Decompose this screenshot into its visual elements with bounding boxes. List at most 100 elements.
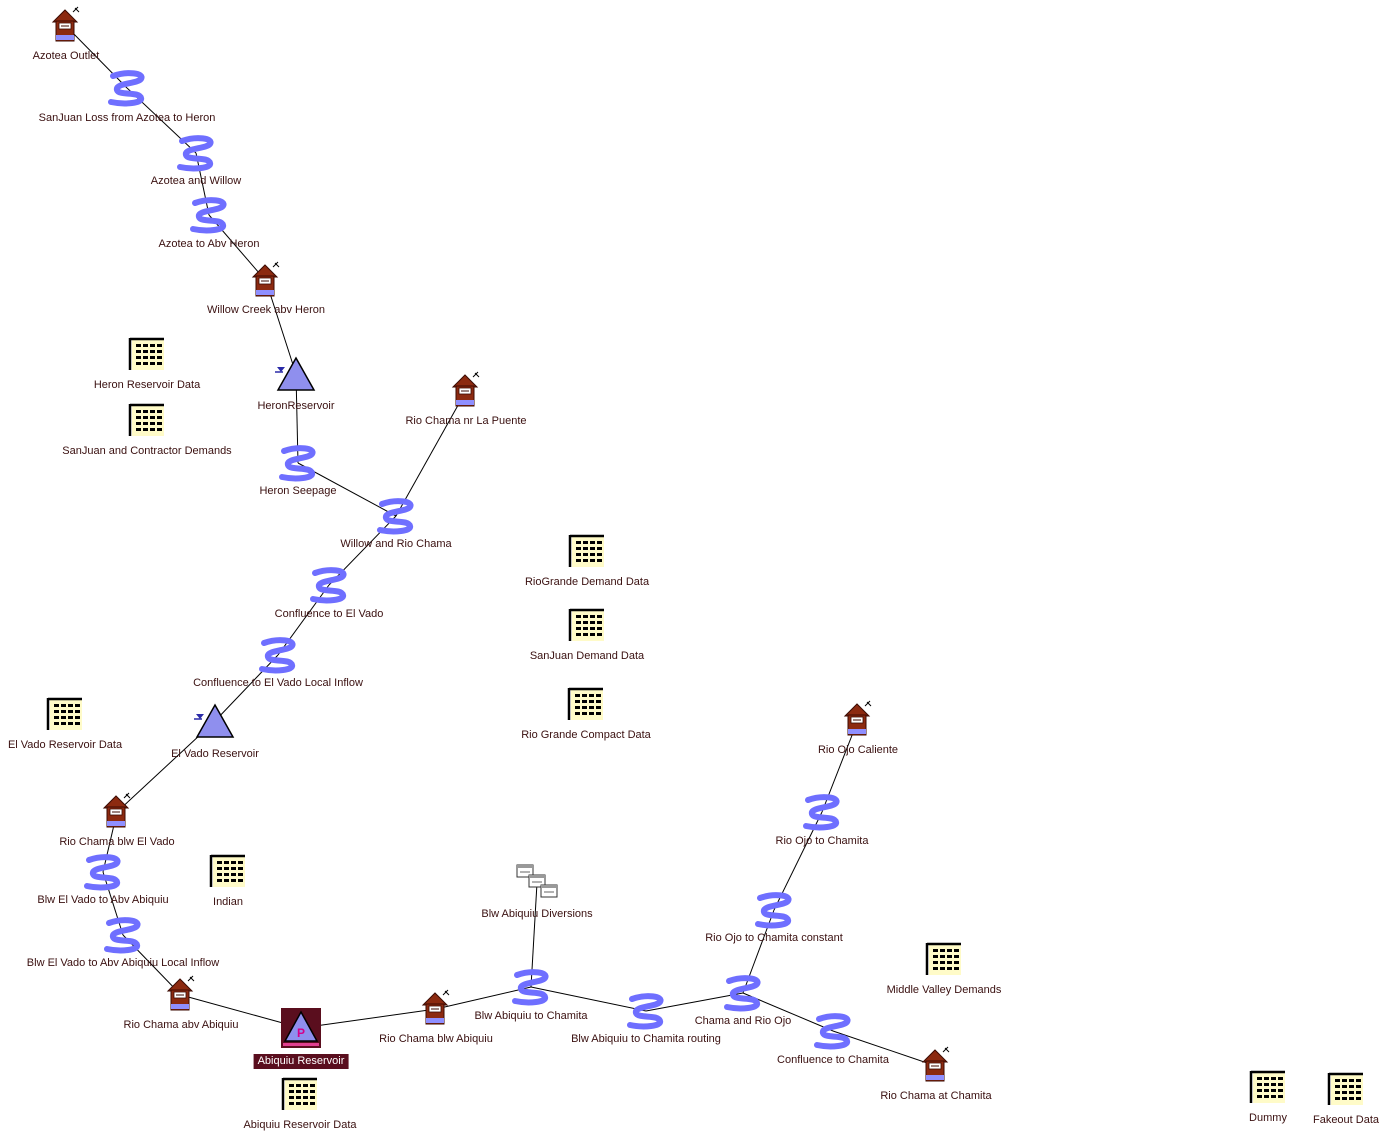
object-label[interactable]: Rio Chama nr La Puente: [405, 415, 527, 427]
object-label[interactable]: Rio Grande Compact Data: [521, 729, 651, 741]
workspace-object-confluence-chamita[interactable]: [813, 1013, 853, 1050]
svg-text:P: P: [297, 1026, 305, 1040]
workspace-object-rio-ojo-caliente[interactable]: [843, 700, 873, 738]
object-label[interactable]: El Vado Reservoir: [171, 748, 259, 760]
workspace-object-confluence-el-vado-local[interactable]: [258, 637, 298, 674]
object-label[interactable]: Heron Seepage: [259, 485, 337, 497]
link-line: [395, 390, 467, 517]
workspace-object-willow-creek[interactable]: [251, 261, 281, 299]
reach-icon: [803, 794, 840, 831]
reach-icon: [512, 969, 549, 1006]
stream-gage-icon: [251, 261, 280, 297]
workspace-object-rio-grande-compact[interactable]: [567, 687, 604, 721]
object-label[interactable]: Rio Chama blw El Vado: [59, 836, 175, 848]
workspace-object-heron-reservoir[interactable]: [275, 356, 316, 391]
reach-icon: [177, 135, 214, 172]
workspace-object-blw-abiquiu-diversions[interactable]: [516, 864, 558, 901]
object-label[interactable]: Abiquiu Reservoir Data: [243, 1119, 357, 1131]
workspace-object-sanjuan-loss[interactable]: [107, 70, 147, 107]
workspace-object-rio-ojo-chamita[interactable]: [802, 794, 842, 831]
reservoir-icon: [194, 703, 235, 738]
workspace-object-heron-reservoir-data[interactable]: [128, 337, 165, 371]
workspace-object-rio-chama-abv-abiquiu[interactable]: [166, 975, 196, 1013]
data-table-icon: [281, 1077, 317, 1110]
workspace-object-azotea-outlet[interactable]: [51, 6, 81, 44]
data-table-icon: [568, 534, 604, 567]
object-label[interactable]: SanJuan and Contractor Demands: [62, 445, 232, 457]
workspace-object-blw-el-vado-abv-abiquiu-local[interactable]: [103, 917, 143, 954]
link-line: [300, 1008, 437, 1029]
object-label[interactable]: Chama and Rio Ojo: [694, 1015, 792, 1027]
workspace-object-chama-rio-ojo[interactable]: [723, 975, 763, 1012]
object-label[interactable]: El Vado Reservoir Data: [7, 739, 123, 751]
object-label[interactable]: Blw El Vado to Abv Abiquiu Local Inflow: [26, 957, 220, 969]
link-line: [832, 1030, 937, 1067]
reach-icon: [627, 993, 664, 1030]
workspace-object-willow-rio-chama[interactable]: [376, 498, 416, 535]
object-label[interactable]: SanJuan Demand Data: [529, 650, 645, 662]
object-label[interactable]: Confluence to Chamita: [777, 1054, 889, 1066]
workspace-object-fakeout[interactable]: [1327, 1072, 1364, 1106]
object-label[interactable]: RioGrande Demand Data: [524, 576, 650, 588]
object-label[interactable]: Azotea to Abv Heron: [158, 238, 260, 250]
link-line: [645, 992, 744, 1012]
stream-gage-icon: [51, 6, 80, 42]
object-label[interactable]: Middle Valley Demands: [886, 984, 1002, 996]
object-label[interactable]: Rio Chama abv Abiquiu: [123, 1019, 239, 1031]
workspace-object-middle-valley[interactable]: [925, 942, 962, 976]
object-label[interactable]: Blw Abiquiu to Chamita: [474, 1010, 588, 1022]
data-table-icon: [46, 697, 82, 730]
reach-icon: [259, 637, 296, 674]
object-label[interactable]: Blw Abiquiu to Chamita routing: [571, 1033, 721, 1045]
workspace-object-rio-chama-la-puente[interactable]: [451, 371, 481, 409]
workspace-object-rio-chama-blw-el-vado[interactable]: [102, 792, 132, 830]
object-label[interactable]: Blw Abiquiu Diversions: [481, 908, 593, 920]
workspace-object-indian[interactable]: [209, 854, 246, 888]
workspace-object-heron-seepage[interactable]: [278, 445, 318, 482]
workspace-object-el-vado-reservoir-data[interactable]: [46, 697, 83, 731]
object-label[interactable]: Rio Ojo to Chamita constant: [705, 932, 843, 944]
object-label[interactable]: Blw El Vado to Abv Abiquiu: [37, 894, 169, 906]
object-label[interactable]: HeronReservoir: [257, 400, 335, 412]
workspace-object-sanjuan-demand[interactable]: [568, 608, 605, 642]
workspace-object-blw-abiquiu-chamita[interactable]: [511, 969, 551, 1006]
object-label[interactable]: Abiquiu Reservoir: [253, 1054, 349, 1069]
workspace-object-abiquiu-reservoir[interactable]: P: [281, 1008, 321, 1048]
workspace-object-sanjuan-contractor[interactable]: [128, 403, 165, 437]
object-label[interactable]: Fakeout Data: [1312, 1114, 1380, 1126]
object-label[interactable]: Willow Creek abv Heron: [207, 304, 325, 316]
object-label[interactable]: Heron Reservoir Data: [93, 379, 201, 391]
object-label[interactable]: Rio Ojo to Chamita: [775, 835, 869, 847]
workspace-object-blw-el-vado-abv-abiquiu[interactable]: [83, 854, 123, 891]
object-label[interactable]: Rio Ojo Caliente: [817, 744, 899, 756]
object-label[interactable]: Indian: [213, 896, 243, 908]
workspace-object-confluence-el-vado[interactable]: [309, 567, 349, 604]
workspace-object-rio-chama-chamita[interactable]: [921, 1046, 951, 1084]
object-label[interactable]: Rio Chama blw Abiquiu: [379, 1033, 493, 1045]
object-label[interactable]: Confluence to El Vado Local Inflow: [193, 677, 363, 689]
link-line: [195, 152, 210, 216]
workspace-object-el-vado-reservoir[interactable]: [194, 703, 235, 738]
object-label[interactable]: Azotea Outlet: [32, 50, 100, 62]
workspace-object-blw-abiquiu-chamita-routing[interactable]: [626, 993, 666, 1030]
object-label[interactable]: SanJuan Loss from Azotea to Heron: [38, 112, 216, 124]
reach-icon: [108, 70, 145, 107]
object-label[interactable]: Confluence to El Vado: [274, 608, 384, 620]
object-label[interactable]: Azotea and Willow: [150, 175, 242, 187]
workspace-object-rio-ojo-chamita-constant[interactable]: [754, 892, 794, 929]
object-label[interactable]: Rio Chama at Chamita: [880, 1090, 992, 1102]
reach-icon: [84, 854, 121, 891]
workspace-object-azotea-willow[interactable]: [176, 135, 216, 172]
stream-gage-icon: [451, 371, 480, 407]
workspace-object-abiquiu-reservoir-data[interactable]: [281, 1077, 318, 1111]
object-label[interactable]: Willow and Rio Chama: [340, 538, 452, 550]
workspace-object-riogrande-demand[interactable]: [568, 534, 605, 568]
workspace-object-dummy[interactable]: [1249, 1070, 1286, 1104]
link-line: [102, 871, 124, 936]
link-line: [122, 934, 182, 996]
workspace-object-azotea-abv-heron[interactable]: [189, 197, 229, 234]
object-label[interactable]: Dummy: [1249, 1112, 1287, 1124]
reach-icon: [814, 1013, 851, 1050]
workspace-object-rio-chama-blw-abiquiu[interactable]: [421, 989, 451, 1027]
